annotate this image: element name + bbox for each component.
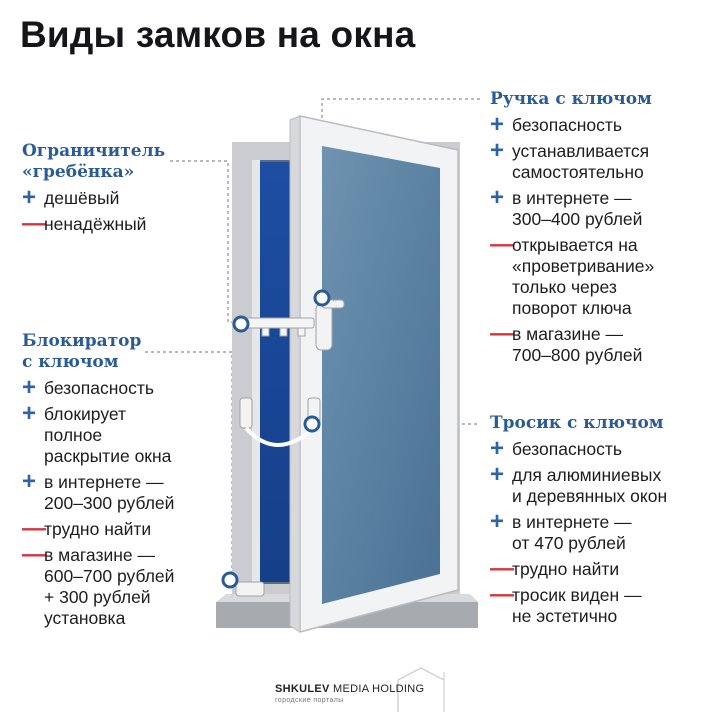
key-handle — [313, 289, 345, 351]
list-item: + безопасность — [490, 435, 722, 462]
block-limiter: Ограничитель «гребёнка» + дешёвый—ненадёж… — [22, 141, 222, 237]
list-item-text: в магазине — 600–700 рублей + 300 рублей… — [44, 545, 175, 628]
list-item: —ненадёжный — [22, 210, 222, 237]
list-item-text: дешёвый — [44, 188, 120, 208]
plus-icon: + — [490, 461, 505, 488]
list-item-text: устанавливается самостоятельно — [512, 141, 650, 182]
comb-limiter — [232, 315, 315, 337]
list-item: + устанавливается самостоятельно — [490, 137, 722, 183]
list-item: —трудно найти — [22, 515, 227, 542]
cable-lock — [239, 397, 321, 447]
list-item: —открывается на «проветривание» только ч… — [490, 231, 722, 319]
plus-icon: + — [22, 468, 37, 495]
plus-icon: + — [22, 400, 37, 427]
list-item: + в интернете — 300–400 рублей — [490, 184, 722, 230]
list-item-text: в интернете — 200–300 рублей — [44, 472, 175, 513]
plus-icon: + — [490, 111, 505, 138]
page-title: Виды замков на окна — [20, 14, 416, 55]
minus-icon: — — [22, 541, 46, 568]
block-blocker-title: Блокиратор с ключом — [22, 331, 142, 372]
plus-icon: + — [22, 184, 37, 211]
list-item: + безопасность — [490, 111, 722, 138]
list-item: —в магазине — 600–700 рублей + 300 рубле… — [22, 541, 227, 629]
list-item-text: трудно найти — [512, 559, 620, 579]
list-item: + для алюминиевых и деревянных окон — [490, 461, 722, 507]
list-item: + дешёвый — [22, 184, 222, 211]
brand-rest: MEDIA HOLDING — [329, 683, 425, 695]
brand-subtitle: городские порталы — [275, 697, 344, 704]
list-item-text: тросик виден — не эстетично — [512, 585, 642, 626]
plus-icon: + — [490, 137, 505, 164]
list-item-text: безопасность — [512, 115, 622, 135]
minus-icon: — — [490, 555, 514, 582]
minus-icon: — — [22, 210, 46, 237]
plus-icon: + — [22, 374, 37, 401]
block-cable: Тросик с ключом + безопасность + для алюмин… — [490, 413, 722, 627]
plus-icon: + — [490, 508, 505, 535]
minus-icon: — — [490, 320, 514, 347]
list-item-text: блокирует полное раскрытие окна — [44, 404, 172, 466]
list-item: + блокирует полное раскрытие окна — [22, 400, 227, 467]
minus-icon: — — [22, 515, 46, 542]
list-item: + в интернете — 200–300 рублей — [22, 468, 227, 514]
block-blocker: Блокиратор с ключом + безопасность + блокир… — [22, 331, 227, 629]
list-item: + безопасность — [22, 374, 227, 401]
key-blocker — [221, 571, 265, 597]
list-item-text: ненадёжный — [44, 214, 147, 234]
sash-glass — [322, 146, 440, 604]
brand-bold: SHKULEV — [275, 683, 330, 695]
list-item: —тросик виден — не эстетично — [490, 581, 722, 627]
list-item-text: в интернете — от 470 рублей — [512, 512, 632, 553]
block-cable-title: Тросик с ключом — [490, 413, 664, 433]
list-item: —трудно найти — [490, 555, 722, 582]
list-item: + в интернете — от 470 рублей — [490, 508, 722, 554]
footer-brand: SHKULEV MEDIA HOLDING городские порталы — [275, 683, 424, 704]
list-item: —в магазине — 700–800 рублей — [490, 320, 722, 366]
block-limiter-title: Ограничитель «гребёнка» — [22, 141, 166, 182]
list-item-text: трудно найти — [44, 519, 152, 539]
plus-icon: + — [490, 435, 505, 462]
block-handle-title: Ручка с ключом — [490, 89, 652, 109]
logo-mark-icon — [397, 667, 445, 712]
block-handle: Ручка с ключом + безопасность + устанавлива… — [490, 89, 722, 366]
minus-icon: — — [490, 581, 514, 608]
plus-icon: + — [490, 184, 505, 211]
list-item-text: в интернете — 300–400 рублей — [512, 188, 643, 229]
list-item-text: для алюминиевых и деревянных окон — [512, 465, 668, 506]
list-item-text: безопасность — [512, 439, 622, 459]
list-item-text: безопасность — [44, 378, 154, 398]
list-item-text: открывается на «проветривание» только че… — [512, 235, 655, 318]
minus-icon: — — [490, 231, 514, 258]
list-item-text: в магазине — 700–800 рублей — [512, 324, 643, 365]
